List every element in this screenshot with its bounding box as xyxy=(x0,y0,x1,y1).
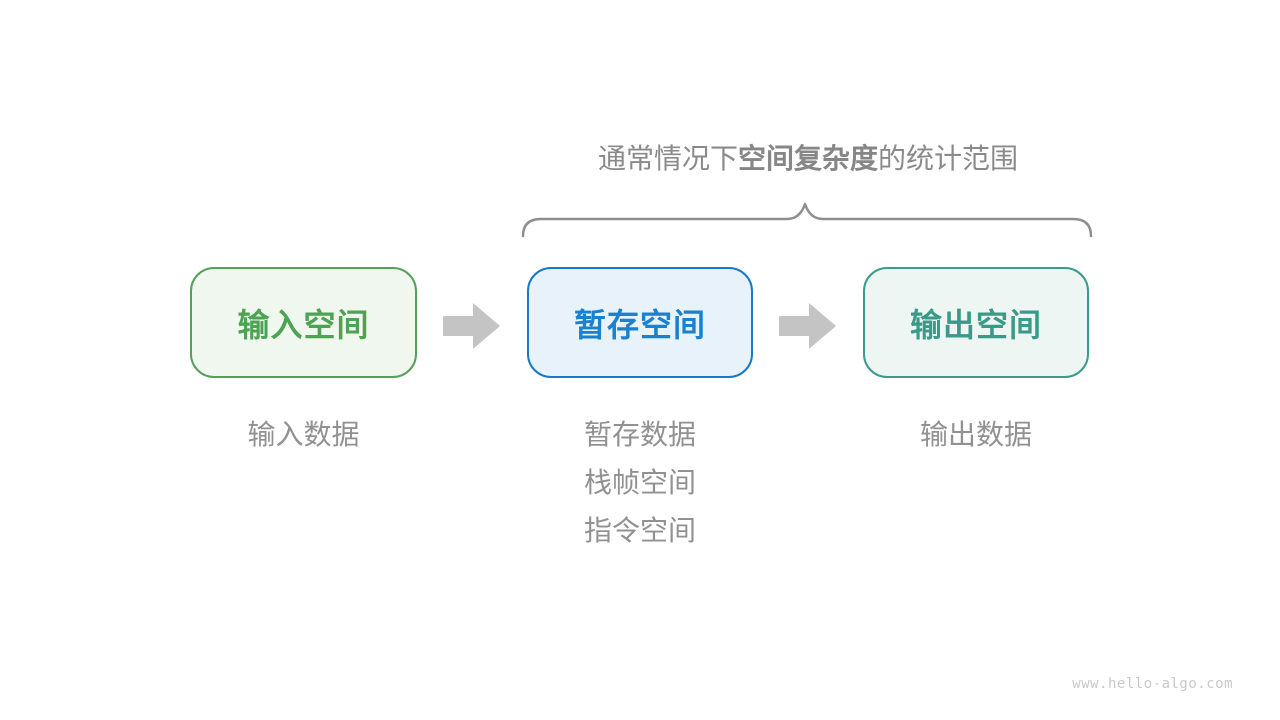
arrow-right-icon xyxy=(443,303,500,349)
buffer-space-box-label: 暂存空间 xyxy=(573,305,706,344)
input-space-box: 输入空间 xyxy=(190,267,417,378)
note-line: 暂存数据 xyxy=(583,418,696,451)
arrow-right-shape xyxy=(779,303,836,349)
output-notes: 输出数据 xyxy=(863,411,1089,459)
watermark: www.hello-algo.com xyxy=(1072,676,1233,692)
output-space-box: 输出空间 xyxy=(863,267,1089,378)
output-space-box-label: 输出空间 xyxy=(909,305,1042,344)
note-line: 指令空间 xyxy=(583,514,696,547)
buffer-space-box: 暂存空间 xyxy=(527,267,753,378)
scope-title-suffix: 的统计范围 xyxy=(878,142,1019,175)
scope-title-prefix: 通常情况下 xyxy=(597,142,738,175)
input-space-box-label: 输入空间 xyxy=(237,305,370,344)
scope-title: 通常情况下空间复杂度的统计范围 xyxy=(528,142,1088,176)
input-notes: 输入数据 xyxy=(190,411,417,459)
scope-title-bold: 空间复杂度 xyxy=(737,142,878,175)
arrow-right-shape xyxy=(443,303,500,349)
note-line: 栈帧空间 xyxy=(583,466,696,499)
arrow-right-icon xyxy=(779,303,836,349)
note-line: 输出数据 xyxy=(919,418,1032,451)
buffer-notes: 暂存数据 栈帧空间 指令空间 xyxy=(527,411,753,555)
brace-path xyxy=(521,202,1093,238)
note-line: 输入数据 xyxy=(247,418,360,451)
scope-brace xyxy=(521,202,1093,238)
